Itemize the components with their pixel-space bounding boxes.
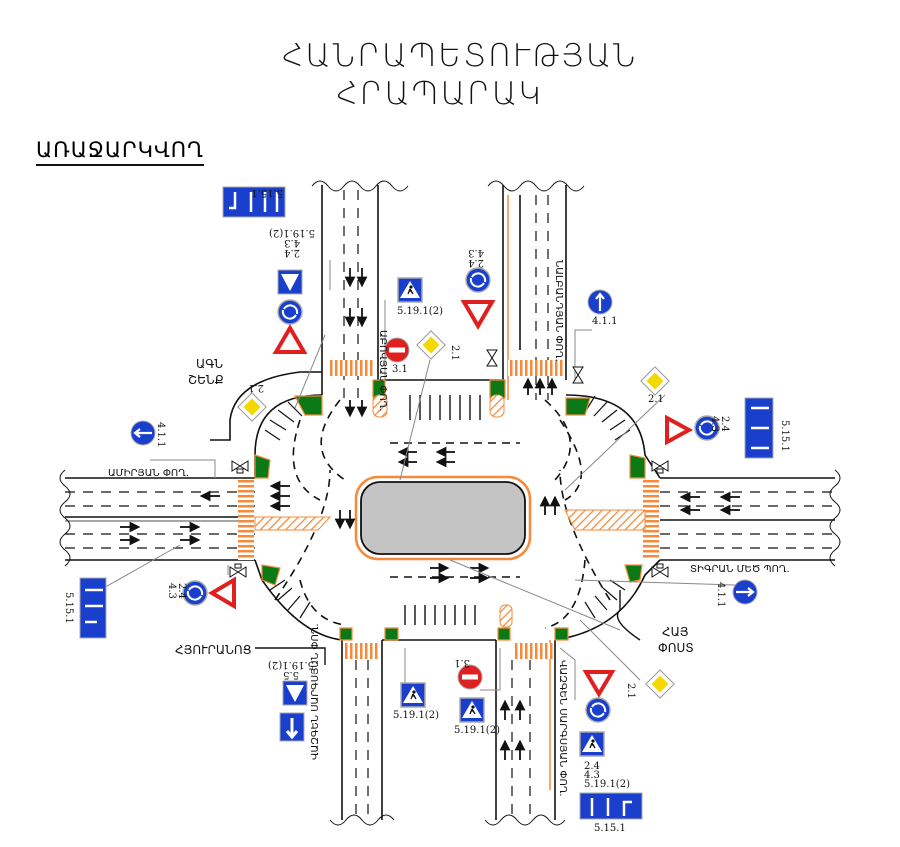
square-lane-markings [274, 399, 611, 629]
code-n-priority: 2.1 [449, 345, 460, 361]
priority-sign-se [645, 669, 675, 699]
yield-ped-sign-nw [277, 269, 303, 295]
code-se-lane: 5.15.1 [594, 823, 626, 834]
street-label-amiryan: ԱՄԻՐՅԱՆ ՓՈՂ. [108, 468, 189, 479]
code-w-mandatory: 4.1.1 [155, 422, 166, 447]
code-e-priority: 2.1 [648, 394, 664, 405]
lane-sign-e [744, 397, 774, 459]
road-network [59, 180, 841, 826]
lane-arrows [120, 268, 740, 760]
lane-sign-nw [222, 186, 286, 218]
give-way-sign-sw [208, 576, 236, 610]
code-nw-group-1: 2.4 [284, 247, 300, 258]
code-se-group-1: 2.4 [584, 761, 600, 772]
code-sw-group2-2: 5.19.1(2) [268, 659, 314, 670]
street-label-tigran-mets: ՏԻԳՐԱՆ ՄԵԾ ՊՈՂ. [690, 564, 790, 575]
code-sw-group-1: 2.4 [176, 583, 187, 599]
code-s-noentry: 3.1 [454, 657, 470, 668]
traffic-light-icons [229, 349, 669, 578]
pedestrian-sign-n [397, 277, 423, 303]
landmark-mfa-line1: ԱԳՆ [196, 357, 223, 371]
code-n-noentry: 3.1 [392, 364, 408, 375]
give-way-sign-nw [272, 324, 308, 354]
code-w-lane: 5.15.1 [63, 592, 74, 624]
lane-sign-w [79, 577, 107, 639]
street-label-south-right: ՎԱԶԳԵՆ ՍԱՐԳՍՅԱՆ ՓՈՂ. [557, 660, 568, 797]
give-way-sign-e [665, 414, 694, 446]
yield-ped-sign-sw [282, 680, 308, 706]
code-se-group-3: 5.19.1(2) [584, 779, 630, 790]
priority-sign-mfa [237, 392, 267, 422]
central-island-gray [360, 481, 526, 555]
street-label-abovyan: ԱԲՈՎՅԱՆ ՓՈՂ. [377, 330, 388, 411]
code-e-lane: 5.15.1 [779, 420, 790, 452]
code-ne-straight: 4.1.1 [592, 316, 617, 327]
code-sw-group-2: 4.3 [166, 583, 177, 599]
pedestrian-sign-se [579, 731, 605, 757]
code-s-ped-left: 5.19.1(2) [393, 710, 439, 721]
code-mfa-priority: 2.1 [248, 382, 264, 393]
no-entry-sign-s [457, 664, 483, 690]
right-only-sign-se [732, 579, 758, 605]
crosswalks [238, 360, 659, 659]
one-way-sign-sw [279, 712, 305, 742]
code-nw-lane: 5.15.1 [251, 187, 283, 198]
title-line-2: ՀՐԱՊԱՐԱԿ [336, 76, 544, 112]
roundabout-sign-ne [465, 267, 491, 293]
code-sw-group2-1: 5.5 [283, 669, 299, 680]
code-ne-group-1: 2.4 [468, 257, 484, 268]
street-label-nalbandyan: ՆԱԼԲԱՆԴՅԱՆ ՓՈՂ. [553, 260, 564, 362]
traffic-islands [254, 379, 646, 641]
roundabout-sign-se [585, 697, 611, 723]
code-nw-group-2: 4.3 [284, 237, 300, 248]
landmark-post-line2: ՓՈՍՏ [658, 641, 694, 655]
landmark-hotel: ՀՅՈՒՐԱՆՈՑ [175, 643, 252, 657]
street-label-south-left: ՎԱԶԳԵՆ ՍԱՐԳՍՅԱՆ ՓՈՂ. [310, 623, 321, 760]
priority-sign-e [640, 366, 670, 396]
pedestrian-sign-s-right [459, 697, 485, 723]
code-n-ped: 5.19.1(2) [397, 306, 443, 317]
landmark-post-line1: ՀԱՅ [662, 625, 689, 639]
give-way-sign-ne [460, 300, 496, 330]
code-se-priority: 2.1 [625, 683, 636, 699]
pedestrian-sign-s-left [400, 682, 426, 708]
subtitle-proposed: ԱՌԱՋԱՐԿՎՈՂ [36, 138, 204, 166]
landmark-mfa-line2: ՇԵՆՔ [188, 373, 224, 387]
code-se-group-2: 4.3 [584, 770, 600, 781]
code-se-mandatory: 4.1.1 [715, 582, 726, 607]
left-only-sign-w [130, 420, 156, 446]
hatched-areas [254, 394, 646, 628]
give-way-sign-se [582, 670, 616, 698]
code-nw-group-3: 5.19.1(2) [269, 227, 315, 238]
lane-sign-se [579, 792, 643, 820]
roundabout-sign-nw [277, 299, 303, 325]
straight-only-sign-ne [587, 289, 613, 315]
code-ne-group-2: 4.3 [468, 247, 484, 258]
no-entry-sign-n [384, 337, 410, 363]
priority-sign-n [416, 330, 446, 360]
code-e-group-2: 4.3 [709, 416, 720, 432]
code-s-ped-right: 5.19.1(2) [454, 725, 500, 736]
code-e-group-1: 2.4 [719, 416, 730, 432]
title-line-1: ՀԱՆՐԱՊԵՏՈՒԹՅԱՆ [282, 38, 638, 74]
